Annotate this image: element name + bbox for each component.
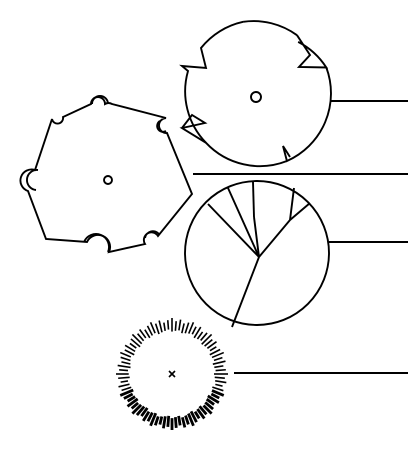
branch-line-4 bbox=[253, 182, 254, 217]
tick-ring-tick bbox=[215, 377, 225, 378]
tick-ring-tick bbox=[168, 320, 169, 329]
tick-ring-tick bbox=[168, 416, 169, 427]
tick-ring-tick bbox=[215, 384, 222, 386]
tick-ring-tick bbox=[215, 381, 226, 383]
bumpy-polygon-bump-bottom bbox=[84, 234, 109, 252]
branch-line-5 bbox=[259, 220, 290, 257]
tick-ring-tick bbox=[182, 417, 184, 427]
tick-ring-tick bbox=[163, 416, 165, 428]
bumpy-polygon-bump-left bbox=[27, 170, 38, 190]
tick-ring-tick bbox=[182, 323, 184, 333]
tick-ring-tick bbox=[216, 370, 226, 371]
branch-line-6 bbox=[290, 188, 294, 220]
tick-ring-tick bbox=[118, 365, 131, 367]
branch-circle-shape bbox=[185, 181, 408, 327]
bumpy-polygon-center-mark bbox=[104, 176, 112, 184]
tick-ring-tick bbox=[122, 387, 132, 390]
tick-ring-tick bbox=[179, 320, 181, 331]
gear-circle-outline bbox=[243, 21, 326, 67]
gear-circle-shape bbox=[182, 21, 408, 166]
tick-ring-tick bbox=[179, 416, 180, 425]
tick-ring-tick bbox=[202, 334, 212, 344]
gear-circle-outline-right bbox=[182, 68, 331, 167]
bumpy-polygon-shape bbox=[20, 96, 192, 252]
bumpy-polygon-outline bbox=[20, 97, 192, 252]
tick-ring-tick bbox=[210, 347, 216, 351]
tick-ring-tick bbox=[164, 323, 165, 331]
tick-ring-tick bbox=[185, 323, 188, 334]
tick-ring-tick bbox=[120, 353, 131, 357]
tick-ring-shape bbox=[116, 318, 408, 430]
tick-ring-tick bbox=[192, 327, 196, 335]
tick-ring-center-mark bbox=[169, 371, 175, 377]
tick-ring-tick bbox=[175, 417, 176, 428]
branch-line-7 bbox=[290, 203, 310, 220]
tick-ring-tick bbox=[159, 321, 162, 333]
tick-ring-tick bbox=[155, 416, 158, 425]
tick-ring-tick bbox=[121, 362, 130, 364]
gear-circle-center-mark bbox=[251, 92, 261, 102]
branch-line-1 bbox=[208, 204, 259, 257]
tick-ring-tick bbox=[186, 416, 189, 425]
tick-ring-tick bbox=[119, 370, 128, 371]
tick-ring-tick bbox=[175, 321, 176, 331]
gear-circle-outline-left bbox=[182, 22, 243, 143]
branch-trunk bbox=[232, 257, 259, 327]
tick-ring-tick bbox=[214, 358, 222, 361]
tick-ring-tick bbox=[119, 384, 130, 387]
tick-ring-tick bbox=[121, 357, 131, 360]
tick-ring-tick bbox=[160, 417, 162, 425]
tick-ring-tick bbox=[121, 381, 128, 382]
tick-ring-tick bbox=[156, 324, 159, 334]
tick-ring-tick bbox=[214, 366, 223, 367]
tick-ring-tick bbox=[118, 377, 130, 378]
tick-ring-tick bbox=[130, 343, 136, 348]
tick-ring-tick bbox=[213, 361, 226, 364]
